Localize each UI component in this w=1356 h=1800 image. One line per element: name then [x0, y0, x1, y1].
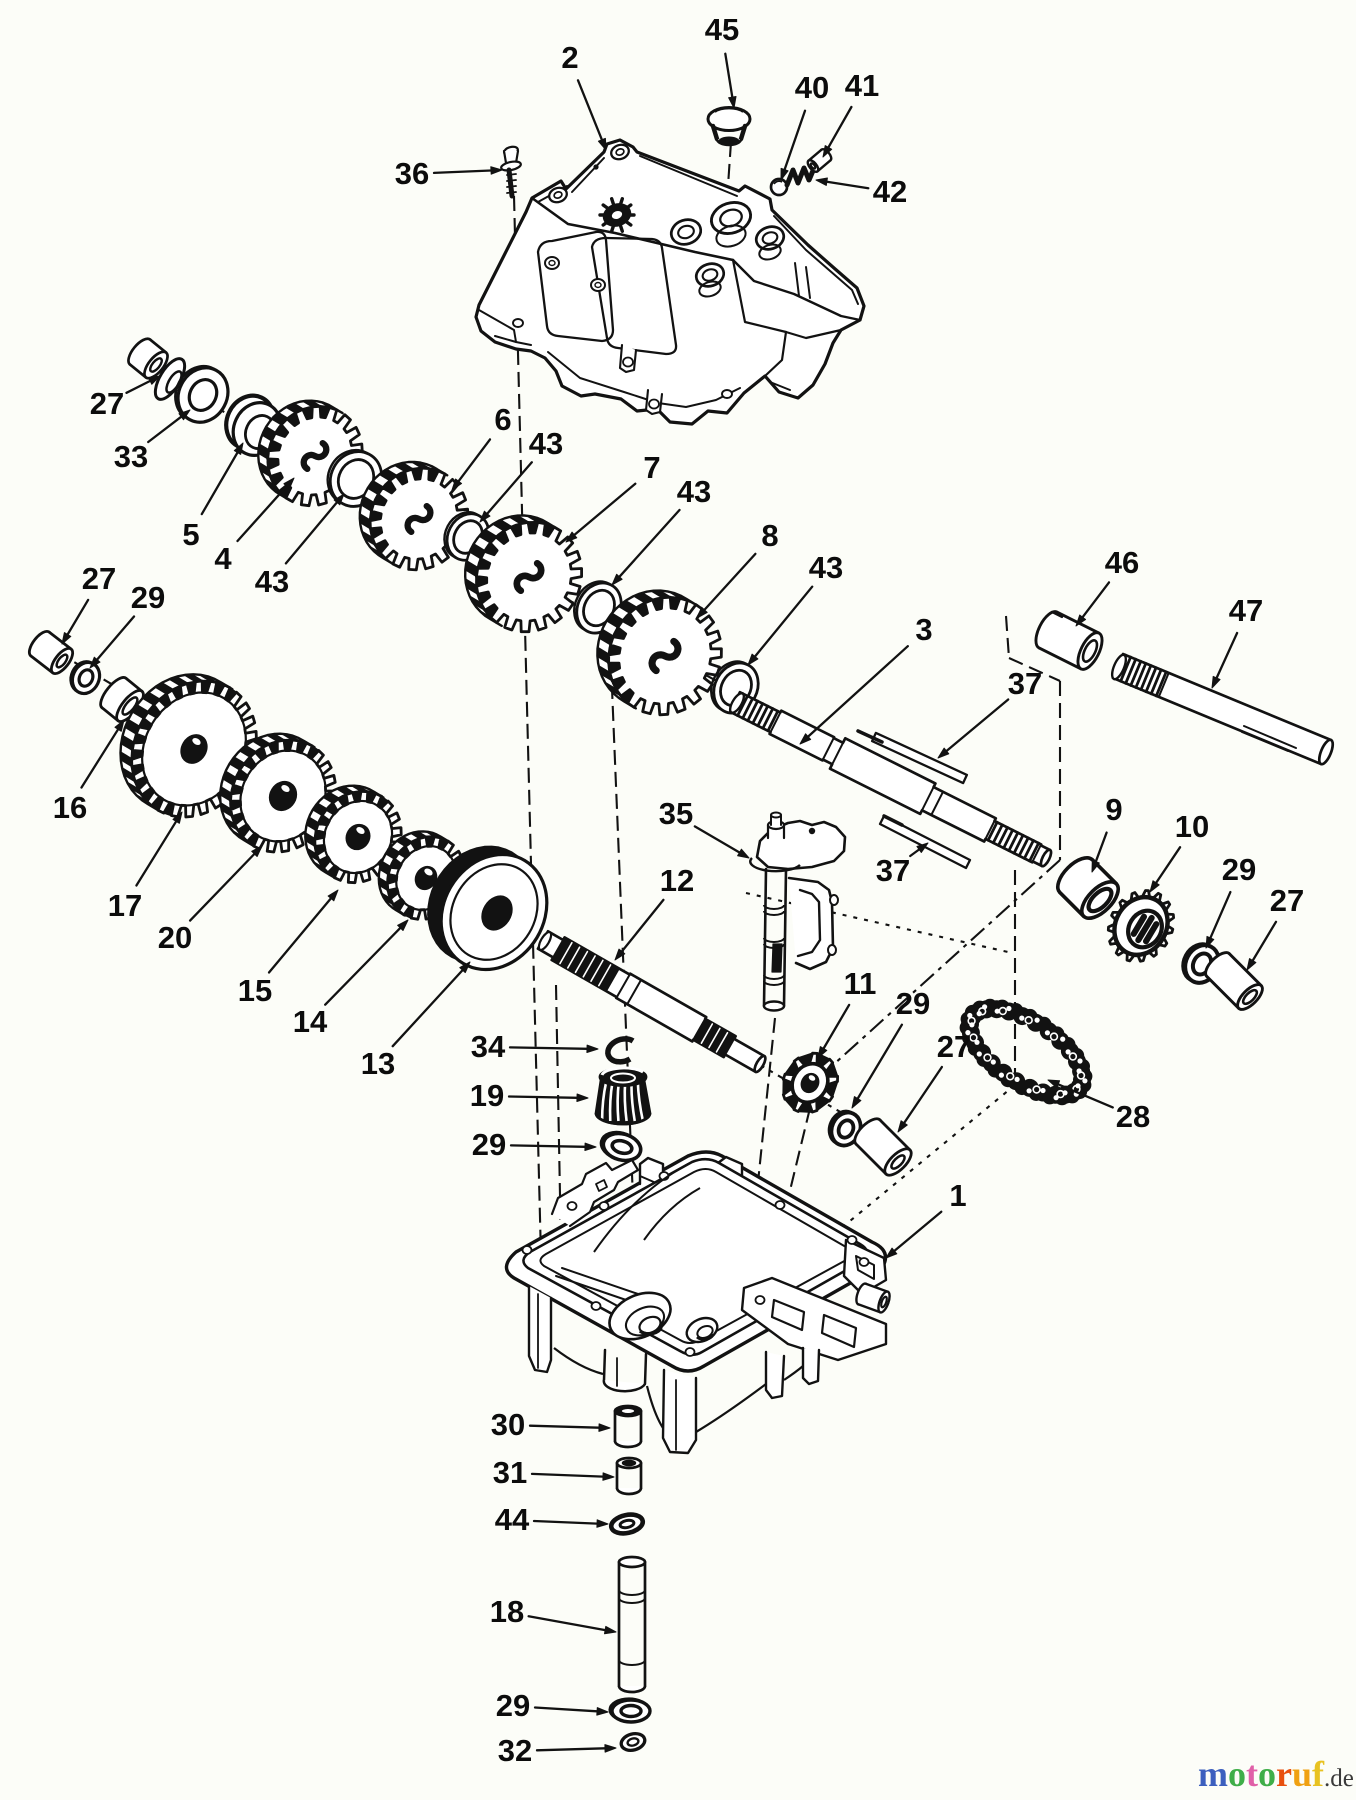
svg-text:6: 6 [494, 402, 511, 437]
svg-text:37: 37 [876, 853, 910, 888]
svg-text:34: 34 [471, 1029, 506, 1064]
svg-text:31: 31 [493, 1455, 527, 1490]
svg-text:9: 9 [1105, 792, 1122, 827]
svg-text:20: 20 [158, 920, 192, 955]
svg-text:46: 46 [1105, 545, 1139, 580]
svg-text:12: 12 [660, 863, 694, 898]
svg-text:33: 33 [114, 439, 148, 474]
svg-text:29: 29 [472, 1127, 506, 1162]
svg-text:43: 43 [677, 474, 711, 509]
svg-text:29: 29 [496, 1688, 530, 1723]
svg-text:43: 43 [255, 564, 289, 599]
svg-text:motoruf.de: motoruf.de [1198, 1754, 1354, 1794]
svg-text:13: 13 [361, 1046, 395, 1081]
svg-text:11: 11 [844, 966, 877, 1001]
svg-text:45: 45 [705, 12, 739, 47]
svg-text:43: 43 [529, 426, 563, 461]
svg-text:29: 29 [896, 986, 930, 1021]
svg-text:30: 30 [491, 1407, 525, 1442]
svg-text:43: 43 [809, 550, 843, 585]
svg-text:3: 3 [915, 612, 932, 647]
svg-text:14: 14 [293, 1004, 328, 1039]
svg-text:47: 47 [1229, 593, 1263, 628]
svg-text:17: 17 [108, 888, 142, 923]
svg-text:32: 32 [498, 1733, 532, 1768]
svg-text:28: 28 [1116, 1099, 1150, 1134]
svg-text:7: 7 [643, 450, 660, 485]
svg-text:27: 27 [1270, 883, 1304, 918]
svg-text:29: 29 [131, 580, 165, 615]
svg-text:16: 16 [53, 790, 87, 825]
svg-text:41: 41 [845, 68, 879, 103]
svg-text:15: 15 [238, 973, 272, 1008]
svg-text:27: 27 [82, 561, 116, 596]
svg-text:8: 8 [761, 518, 778, 553]
svg-text:42: 42 [873, 174, 907, 209]
svg-text:1: 1 [949, 1178, 966, 1213]
svg-text:10: 10 [1175, 809, 1209, 844]
svg-text:36: 36 [395, 156, 429, 191]
svg-text:19: 19 [470, 1078, 504, 1113]
svg-text:27: 27 [937, 1029, 971, 1064]
svg-text:35: 35 [659, 796, 693, 831]
svg-text:29: 29 [1222, 852, 1256, 887]
svg-text:18: 18 [490, 1594, 524, 1629]
svg-text:4: 4 [214, 541, 232, 576]
svg-text:27: 27 [90, 386, 124, 421]
svg-text:44: 44 [495, 1502, 530, 1537]
svg-text:37: 37 [1008, 666, 1042, 701]
svg-text:5: 5 [182, 517, 199, 552]
svg-text:2: 2 [561, 40, 578, 75]
svg-text:40: 40 [795, 70, 829, 105]
